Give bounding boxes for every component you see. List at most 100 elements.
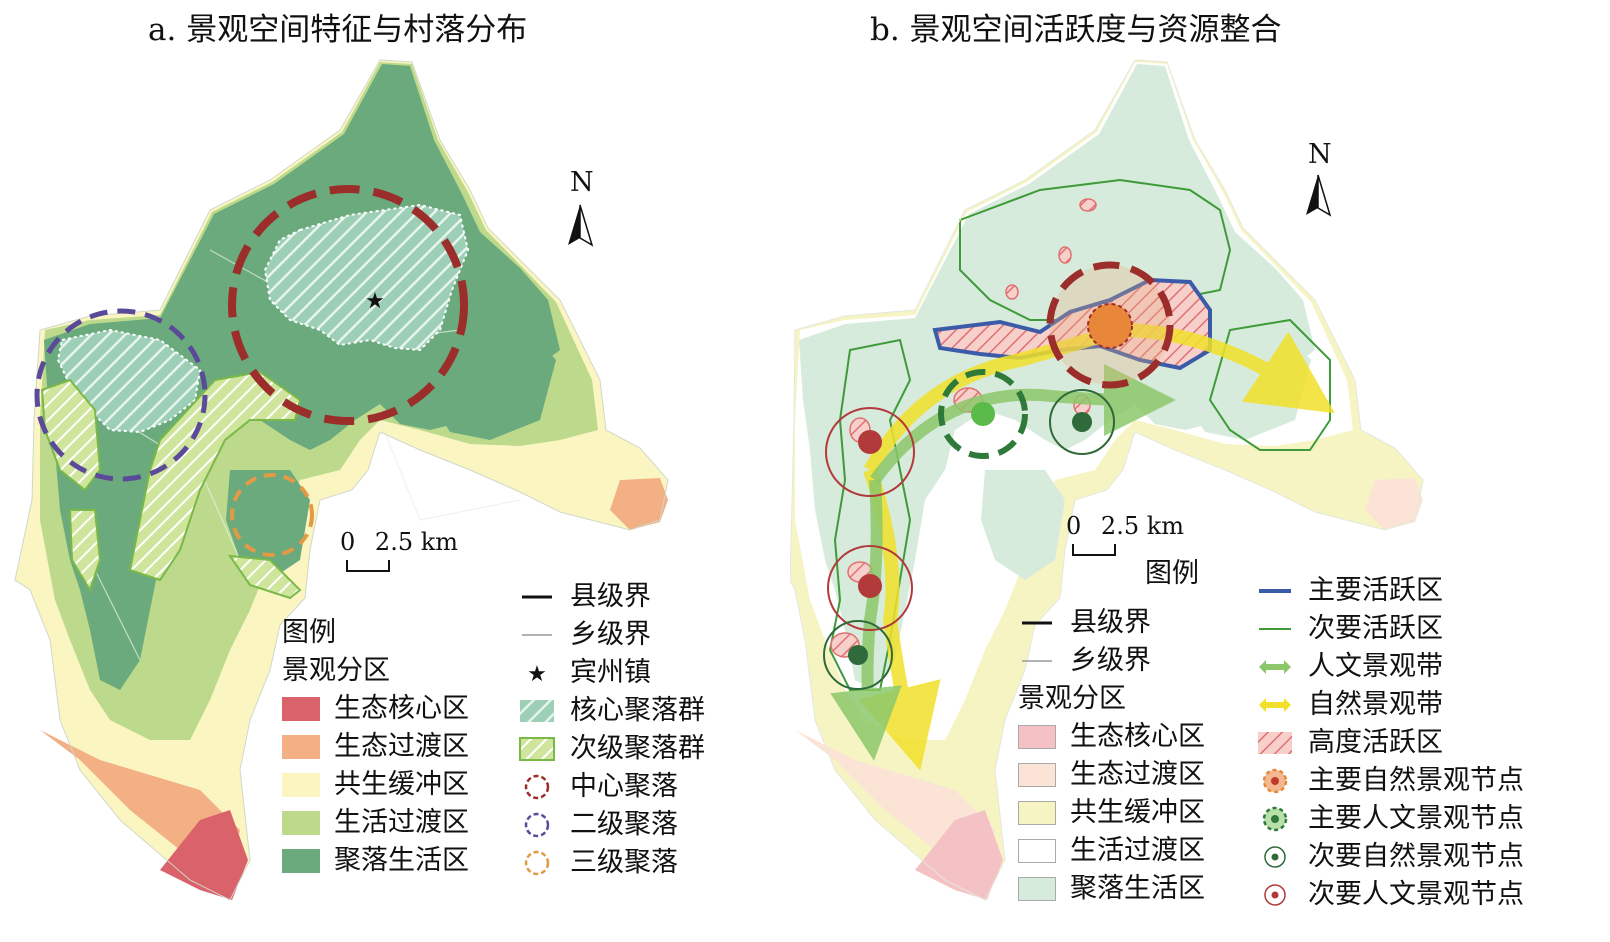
scale-zero-a: 0 <box>340 528 356 556</box>
county-boundary-a <box>14 59 669 901</box>
major-natural-node-icon <box>1087 303 1133 349</box>
scale-value-a: 2.5 km <box>374 528 459 556</box>
panel-a-title: a. 景观空间特征与村落分布 <box>148 12 528 48</box>
swatch-eco-transition-b <box>1018 763 1056 787</box>
north-arrow-icon-a <box>568 204 594 247</box>
county-boundary-b <box>790 59 1424 901</box>
svg-text:★: ★ <box>527 662 547 687</box>
legend-b-zone-4: 聚落生活区 <box>1018 870 1205 908</box>
core-cluster-hatch-icon <box>520 700 554 722</box>
legend-a-county: 县级界 <box>518 578 705 616</box>
legend-b-primary-active: 主要活跃区 <box>1256 572 1524 610</box>
legend-b-high-active: 高度活跃区 <box>1256 724 1524 762</box>
minor-cultural-node-icon <box>858 430 882 454</box>
swatch-eco-transition-a <box>282 735 320 759</box>
minor-natural-node-icon <box>1072 412 1092 432</box>
swatch-buffer-b <box>1018 801 1056 825</box>
swatch-eco-core-b <box>1018 725 1056 749</box>
legend-a-zone-1: 生态过渡区 <box>282 728 469 766</box>
legend-a-third: 三级聚落 <box>518 844 705 882</box>
secondary-active-line-icon <box>1259 628 1291 630</box>
panel-b-map <box>790 59 1424 901</box>
second-dashed-circle-icon <box>524 812 550 838</box>
core-cluster-west <box>56 328 202 434</box>
legend-b-minor-natural-node: 次要自然景观节点 <box>1256 838 1524 876</box>
swatch-settlement-living-a <box>282 849 320 873</box>
panel-b-activity-integration: b. 景观空间活跃度与资源整合 <box>790 0 1610 942</box>
natural-belt-arrow-icon <box>1259 698 1291 712</box>
legend-b-zoning-title: 景观分区 <box>1018 683 1126 714</box>
secondary-settlement-circle <box>34 308 208 482</box>
legend-a-symbols: 县级界 乡级界 ★ 宾州镇 核心聚落群 次级聚落群 中心聚落 二级聚落 三级聚落 <box>518 578 705 882</box>
legend-a-central: 中心聚落 <box>518 768 705 806</box>
legend-b-zone-2: 共生缓冲区 <box>1018 794 1205 832</box>
legend-b-zones: 县级界 乡级界 景观分区 生态核心区 生态过渡区 共生缓冲区 生活过渡区 聚落生… <box>1018 604 1205 908</box>
legend-b-major-cultural-node: 主要人文景观节点 <box>1256 800 1524 838</box>
major-cultural-node-ring <box>938 369 1028 459</box>
third-dashed-circle-icon <box>524 850 550 876</box>
legend-b-secondary-active: 次要活跃区 <box>1256 610 1524 648</box>
town-star-icon: ★ <box>365 289 385 314</box>
swatch-settlement-living-b <box>1018 877 1056 901</box>
primary-active-line-icon <box>1259 589 1291 593</box>
minor-natural-node-legend-icon <box>1264 846 1286 868</box>
legend-b-major-natural-node: 主要自然景观节点 <box>1256 762 1524 800</box>
township-line-icon-a <box>522 634 552 636</box>
secondary-cluster-hatch-icon <box>519 737 555 761</box>
zone-eco-core-b <box>915 810 1003 900</box>
legend-a-title: 图例 <box>282 617 336 648</box>
cultural-belt-arrow-icon <box>1259 660 1291 674</box>
legend-b-activity: 主要活跃区 次要活跃区 人文景观带 自然景观带 高度活跃区 主要自然景观节点 主… <box>1256 572 1524 914</box>
legend-a-township: 乡级界 <box>518 616 705 654</box>
secondary-cluster-a <box>40 378 102 492</box>
legend-a-secondary-cluster: 次级聚落群 <box>518 730 705 768</box>
county-line-icon-b <box>1022 621 1052 625</box>
central-dashed-circle-icon <box>524 774 550 800</box>
legend-a-zone-2: 共生缓冲区 <box>282 766 469 804</box>
minor-cultural-node-legend-icon <box>1264 884 1286 906</box>
legend-a-zones: 图例 景观分区 生态核心区 生态过渡区 共生缓冲区 生活过渡区 聚落生活区 <box>282 614 469 880</box>
north-label-a: N <box>570 167 594 198</box>
swatch-living-transition-a <box>282 811 320 835</box>
legend-b-county: 县级界 <box>1018 604 1205 642</box>
legend-b-zone-3: 生活过渡区 <box>1018 832 1205 870</box>
north-arrow-icon-b <box>1306 174 1332 217</box>
scale-bar-a: 0 2.5 km <box>340 528 459 572</box>
township-line-icon-b <box>1022 660 1052 662</box>
high-active-hatch-icon <box>1258 732 1292 754</box>
county-line-icon-a <box>522 595 552 599</box>
legend-b-cultural-belt: 人文景观带 <box>1256 648 1524 686</box>
legend-b-title: 图例 <box>1145 558 1199 589</box>
star-icon-a: ★ <box>527 662 547 687</box>
scale-bar-b: 0 2.5 km <box>1066 512 1185 556</box>
scale-zero-b: 0 <box>1066 512 1082 540</box>
north-label-b: N <box>1308 139 1332 170</box>
panel-a-map: ★ <box>14 59 669 901</box>
core-cluster-north <box>263 203 470 352</box>
legend-a-town: ★ 宾州镇 <box>518 654 705 692</box>
legend-a-zone-0: 生态核心区 <box>282 690 469 728</box>
swatch-eco-core-a <box>282 697 320 721</box>
major-cultural-node-icon <box>971 402 995 426</box>
panel-a-landscape-features: a. 景观空间特征与村落分布 <box>0 0 790 942</box>
central-settlement-circle <box>228 185 468 425</box>
swatch-living-transition-b <box>1018 839 1056 863</box>
major-cultural-node-legend-icon <box>1262 806 1288 832</box>
major-natural-node-legend-icon <box>1262 768 1288 794</box>
legend-b-zone-1: 生态过渡区 <box>1018 756 1205 794</box>
panel-b-title: b. 景观空间活跃度与资源整合 <box>870 12 1282 48</box>
swatch-buffer-a <box>282 773 320 797</box>
legend-b-minor-cultural-node: 次要人文景观节点 <box>1256 876 1524 914</box>
zone-eco-core-a <box>160 810 248 900</box>
legend-a-zoning-title: 景观分区 <box>282 655 390 686</box>
legend-b-zone-0: 生态核心区 <box>1018 718 1205 756</box>
zone-settlement-living-b <box>799 64 1315 690</box>
legend-a-core-cluster: 核心聚落群 <box>518 692 705 730</box>
legend-a-zone-3: 生活过渡区 <box>282 804 469 842</box>
scale-value-b: 2.5 km <box>1100 512 1185 540</box>
tertiary-settlement-circle <box>230 473 314 557</box>
legend-a-zone-4: 聚落生活区 <box>282 842 469 880</box>
legend-b-natural-belt: 自然景观带 <box>1256 686 1524 724</box>
legend-a-second: 二级聚落 <box>518 806 705 844</box>
legend-b-township: 乡级界 <box>1018 642 1205 680</box>
